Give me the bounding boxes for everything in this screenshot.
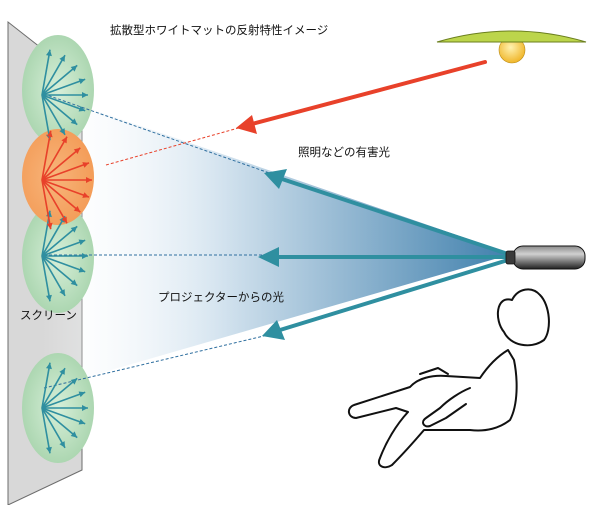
reflection-ray-head (82, 162, 89, 168)
reflection-ray-head (46, 362, 52, 370)
reflection-ray (41, 64, 78, 96)
reflection-ray (41, 54, 66, 96)
reflection-ray (41, 377, 78, 409)
reflection-ray (41, 255, 78, 287)
reflection-ray (41, 136, 68, 181)
harmful-light-arrow (236, 60, 487, 134)
reflection-ray (41, 49, 51, 96)
reflection-ray-head (59, 289, 65, 296)
viewer-figure (348, 288, 550, 469)
reflection-ray-head (82, 253, 88, 259)
reflection-ray-head (70, 279, 78, 286)
reflection-ray (41, 367, 66, 409)
reflection-rays (41, 49, 92, 454)
reflection-ray (41, 179, 81, 213)
reflection-ray (41, 179, 52, 230)
reflection-ray (41, 94, 86, 112)
projector-arrows (258, 169, 510, 340)
reflection-ray (41, 94, 51, 141)
projector-beam (42, 92, 512, 390)
reflection-ray-head (46, 446, 52, 454)
reflection-ray (41, 147, 81, 181)
reflection-ray-head (78, 239, 86, 246)
reflection-ray (41, 407, 51, 454)
reflection-blobs (22, 35, 94, 463)
reflection-ray-head (59, 55, 65, 62)
reflection-ray-head (61, 136, 67, 144)
reflection-ray (41, 94, 66, 136)
reflection-ray-head (78, 418, 86, 425)
harmful-light-label: 照明などの有害光 (298, 145, 390, 159)
reflection-ray-head (59, 441, 65, 448)
reflection-ray (41, 130, 52, 181)
reflection-ray-head (78, 266, 86, 273)
reflection-ray-head (78, 78, 86, 85)
reflection-ray (41, 179, 68, 224)
reflection-ray (41, 407, 78, 439)
reflection-ray (41, 215, 66, 257)
reflection-ray (41, 255, 86, 273)
screen-label: スクリーン (20, 308, 77, 322)
reflection-ray-head (82, 92, 88, 98)
reflection-ray-head (73, 147, 81, 154)
reflection-ray (41, 407, 66, 449)
reflection-ray (41, 255, 66, 297)
reflection-ray-head (46, 294, 52, 302)
reflection-ray (41, 78, 86, 96)
reflection-ray-head (82, 405, 88, 411)
reflection-ray-head (59, 128, 65, 135)
glare-blob (22, 129, 94, 225)
projector-device (505, 245, 586, 270)
diagram-title: 拡散型ホワイトマットの反射特性イメージ (110, 23, 329, 37)
reflection-ray-head (46, 49, 52, 57)
reflection-ray-head (78, 391, 86, 398)
reflection-ray-head (73, 206, 81, 213)
reflection-ray (41, 94, 78, 126)
reflection-ray-head (61, 216, 67, 224)
reflection-ray-head (70, 65, 78, 72)
projector-light-label: プロジェクターからの光 (158, 290, 285, 304)
reflection-ray-head (70, 431, 78, 438)
reflection-ray-head (70, 118, 78, 125)
reflection-ray-head (70, 378, 78, 385)
reflection-ray-head (46, 222, 53, 230)
dashed-guides (43, 93, 276, 389)
reflection-ray (41, 391, 86, 409)
reflection-ray-head (46, 130, 53, 138)
reflection-ray-head (82, 192, 89, 198)
reflection-ray (41, 179, 90, 198)
reflection-ray (41, 239, 86, 257)
reflection-ray-head (59, 368, 65, 375)
reflection-ray-head (70, 226, 78, 233)
ceiling-lamp (436, 30, 587, 64)
reflection-ray (41, 255, 51, 302)
reflection-ray-head (78, 105, 86, 112)
reflection-ray (41, 225, 78, 257)
reflection-ray-head (86, 177, 92, 183)
reflection-ray (41, 362, 51, 409)
reflection-ray (41, 407, 86, 425)
reflection-ray (41, 162, 90, 181)
